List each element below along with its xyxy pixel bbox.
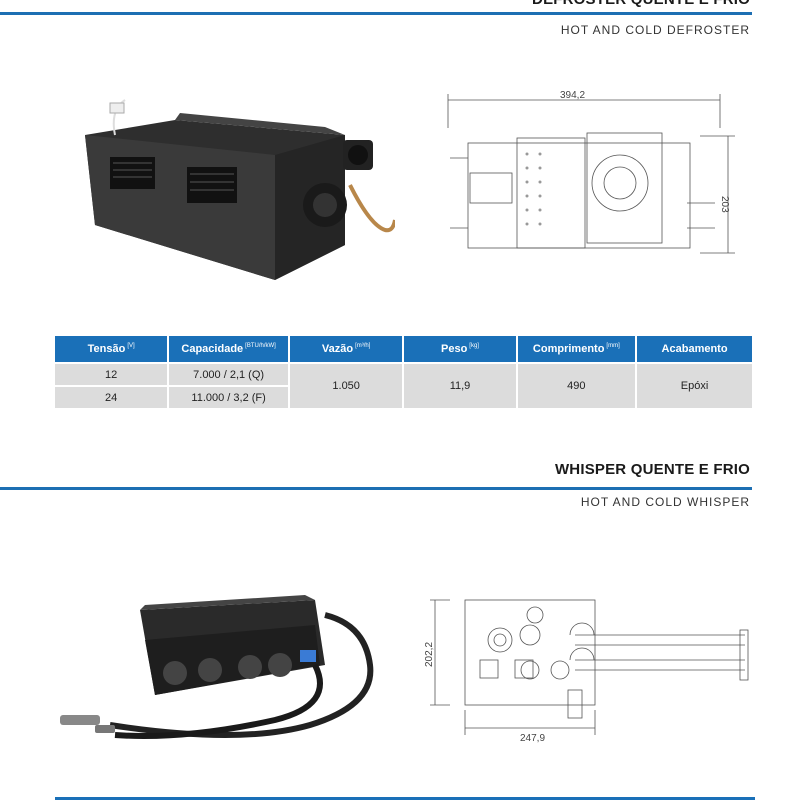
cell-capacidade: 7.000 / 2,1 (Q)	[169, 364, 288, 385]
section2-title: WHISPER QUENTE E FRIO	[554, 461, 750, 478]
defroster-height-dimension: 203	[719, 196, 730, 213]
section1-title: DEFROSTER QUENTE E FRIO	[350, 0, 750, 8]
header-capacidade: Capacidade[BTU/h/kW]	[169, 336, 288, 362]
cell-tensao: 12	[55, 364, 168, 385]
header-vazao: Vazão[m³/h]	[289, 336, 403, 362]
header-tensao: Tensão[V]	[55, 336, 168, 362]
cell-peso: 11,9	[404, 364, 516, 408]
defroster-width-dimension: 394,2	[560, 90, 585, 101]
section2-rule	[0, 487, 752, 490]
header-acabamento: Acabamento	[637, 336, 752, 362]
cell-comprimento: 490	[517, 364, 636, 408]
section1-rule	[0, 12, 752, 15]
header-comprimento: Comprimento[mm]	[517, 336, 636, 362]
cell-capacidade: 11.000 / 3,2 (F)	[169, 387, 288, 408]
section1-subtitle: HOT AND COLD DEFROSTER	[560, 23, 750, 37]
section2-subtitle: HOT AND COLD WHISPER	[580, 495, 750, 509]
next-table-header-strip	[55, 797, 755, 800]
whisper-width-dimension: 247,9	[520, 733, 545, 744]
whisper-photo	[55, 595, 385, 745]
cell-tensao: 24	[55, 387, 168, 408]
whisper-height-dimension: 202,2	[424, 642, 435, 667]
defroster-photo	[75, 95, 397, 285]
defroster-technical-drawing: 394,2 203	[440, 88, 740, 263]
spec-table: Tensão[V] Capacidade[BTU/h/kW] Vazão[m³/…	[53, 334, 754, 410]
spec-table-header-row: Tensão[V] Capacidade[BTU/h/kW] Vazão[m³/…	[55, 336, 752, 362]
header-peso: Peso[kg]	[404, 336, 516, 362]
whisper-technical-drawing: 202,2 247,9	[420, 595, 760, 745]
table-row: 24 11.000 / 3,2 (F)	[55, 387, 752, 408]
table-row: 12 7.000 / 2,1 (Q) 1.050 11,9 490 Epóxi	[55, 364, 752, 408]
cell-acabamento: Epóxi	[637, 364, 752, 408]
cell-vazao: 1.050	[289, 364, 403, 408]
